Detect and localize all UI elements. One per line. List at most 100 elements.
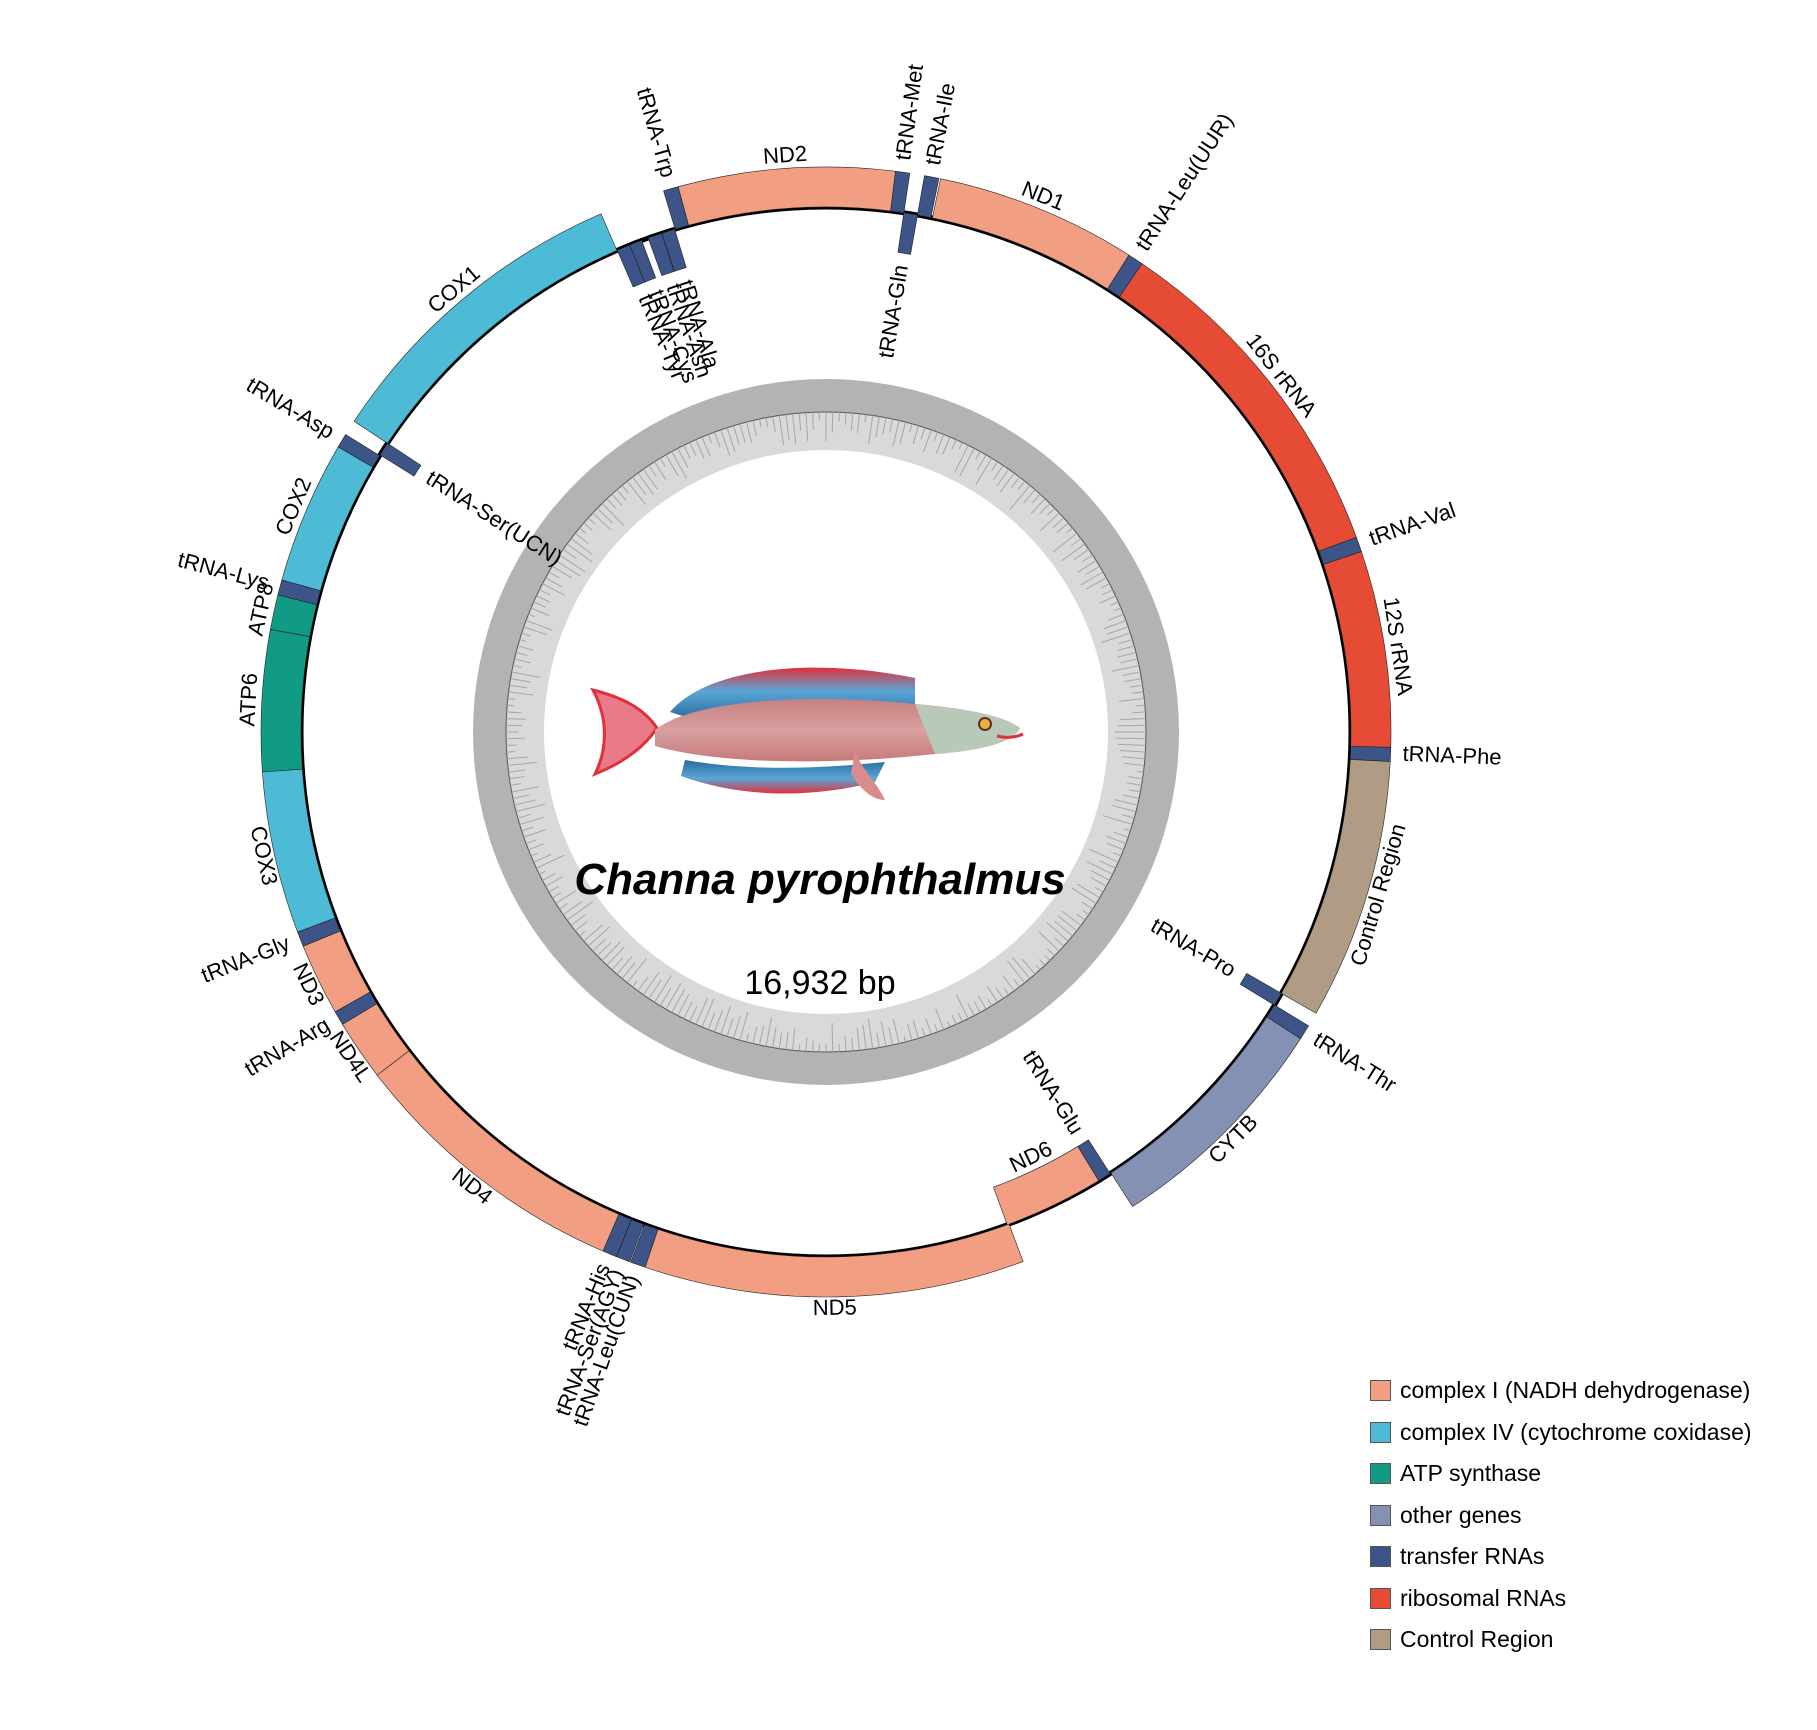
gc-bar bbox=[1090, 876, 1107, 887]
gc-bar bbox=[1126, 782, 1142, 786]
gene-arc-trna-glu bbox=[1077, 1139, 1111, 1182]
gene-arc-12s-rrna bbox=[1323, 551, 1392, 748]
gc-bar bbox=[514, 658, 531, 664]
gene-arc-nd4 bbox=[376, 1050, 620, 1252]
gc-bar bbox=[1007, 960, 1026, 984]
gc-bar bbox=[1128, 789, 1141, 793]
gc-bar bbox=[1123, 762, 1145, 766]
gc-bar bbox=[515, 803, 545, 813]
legend-swatch bbox=[1370, 1629, 1391, 1651]
gc-bar bbox=[559, 903, 569, 910]
gc-bar bbox=[933, 431, 939, 442]
gc-bar bbox=[867, 1018, 874, 1049]
gc-bar bbox=[611, 957, 624, 971]
gc-bar bbox=[1099, 860, 1116, 869]
gene-arc-trna-pro bbox=[1239, 973, 1282, 1006]
gc-bar bbox=[606, 946, 625, 966]
gc-bar bbox=[1113, 831, 1129, 838]
gc-bar bbox=[659, 988, 672, 1006]
gc-bar bbox=[954, 445, 969, 473]
gc-bar bbox=[1066, 527, 1073, 534]
legend-swatch bbox=[1370, 1504, 1391, 1526]
gc-bar bbox=[521, 826, 534, 832]
gene-label-trna-leu-uur-: tRNA-Leu(UUR) bbox=[1130, 109, 1238, 256]
gene-arc-trna-ser-ucn- bbox=[379, 442, 422, 477]
gc-bar bbox=[1030, 498, 1046, 514]
gc-bar bbox=[570, 538, 593, 556]
gene-arc-nd4l bbox=[342, 1003, 410, 1077]
gc-bar bbox=[765, 417, 769, 428]
gc-bar bbox=[726, 1018, 734, 1037]
gc-bar bbox=[1120, 658, 1138, 664]
gc-bar bbox=[1100, 583, 1110, 589]
gc-bar bbox=[545, 876, 564, 887]
gc-bar bbox=[695, 997, 709, 1025]
gene-arcs bbox=[260, 166, 1392, 1298]
genome-size: 16,932 bp bbox=[744, 964, 895, 1002]
species-name: Channa pyrophthalmus bbox=[574, 855, 1065, 904]
gc-bar bbox=[993, 465, 1004, 480]
gc-bar bbox=[1105, 835, 1127, 845]
gc-bar bbox=[536, 595, 551, 603]
legend-label: other genes bbox=[1400, 1501, 1522, 1528]
gc-bar bbox=[701, 998, 715, 1028]
gc-bar bbox=[512, 794, 530, 800]
gc-bar bbox=[880, 1021, 887, 1047]
gene-arc-nd6 bbox=[993, 1146, 1100, 1226]
gc-bar bbox=[642, 468, 658, 490]
gc-bar bbox=[1103, 619, 1127, 630]
gc-bar bbox=[892, 1018, 900, 1044]
gc-bar bbox=[752, 1026, 758, 1044]
gene-arc-atp8 bbox=[270, 594, 318, 638]
gc-bar bbox=[991, 461, 998, 472]
gc-bar bbox=[506, 711, 522, 714]
gene-arc-cytb bbox=[1110, 1016, 1301, 1207]
anal-fin bbox=[681, 760, 885, 794]
gc-bar bbox=[508, 691, 534, 696]
gc-bar bbox=[1061, 543, 1086, 562]
gc-bar bbox=[851, 1037, 854, 1051]
gc-bar bbox=[1035, 964, 1041, 971]
gc-bar bbox=[507, 761, 537, 766]
gene-arc-trna-his bbox=[602, 1214, 632, 1258]
gc-bar bbox=[1047, 507, 1055, 516]
gc-bar bbox=[536, 854, 565, 869]
gene-arc-nd1 bbox=[932, 178, 1130, 290]
legend-swatch bbox=[1370, 1587, 1391, 1609]
gc-bar bbox=[621, 485, 629, 494]
gc-bar bbox=[515, 651, 528, 656]
gc-bar bbox=[745, 421, 753, 444]
gc-bar bbox=[648, 465, 657, 477]
gc-bar bbox=[1039, 512, 1060, 532]
gc-bar bbox=[632, 476, 647, 496]
gc-bar bbox=[805, 412, 809, 442]
gc-bar bbox=[587, 926, 611, 947]
gc-bar bbox=[1117, 724, 1146, 727]
gc-bar bbox=[1070, 538, 1082, 547]
gc-bar bbox=[987, 998, 993, 1006]
gc-bar bbox=[1021, 958, 1036, 975]
gc-bar bbox=[1071, 887, 1097, 904]
gc-bar bbox=[507, 756, 528, 760]
gene-arc-trna-arg bbox=[334, 991, 378, 1025]
gc-bar bbox=[671, 988, 686, 1013]
gc-bar bbox=[530, 852, 538, 857]
gc-bar bbox=[745, 1032, 750, 1043]
gc-bar bbox=[792, 1028, 796, 1051]
gc-bar bbox=[1011, 476, 1020, 489]
gc-bar bbox=[1076, 913, 1086, 921]
gene-label-trna-phe: tRNA-Phe bbox=[1402, 741, 1502, 770]
gc-bar bbox=[566, 901, 594, 921]
gene-arc-trna-trp bbox=[663, 186, 689, 230]
gene-arc-trna-leu-cun- bbox=[630, 1224, 659, 1268]
legend-item: complex I (NADH dehydrogenase) bbox=[1370, 1370, 1810, 1412]
gc-bar bbox=[601, 941, 621, 961]
gc-bar bbox=[1131, 691, 1144, 694]
gc-bar bbox=[785, 414, 790, 440]
gc-bar bbox=[772, 1027, 777, 1048]
legend-label: Control Region bbox=[1400, 1626, 1554, 1653]
gc-bar bbox=[934, 1024, 939, 1033]
gc-bar bbox=[942, 436, 951, 455]
legend-swatch bbox=[1370, 1463, 1391, 1485]
gc-bar bbox=[1117, 651, 1137, 658]
